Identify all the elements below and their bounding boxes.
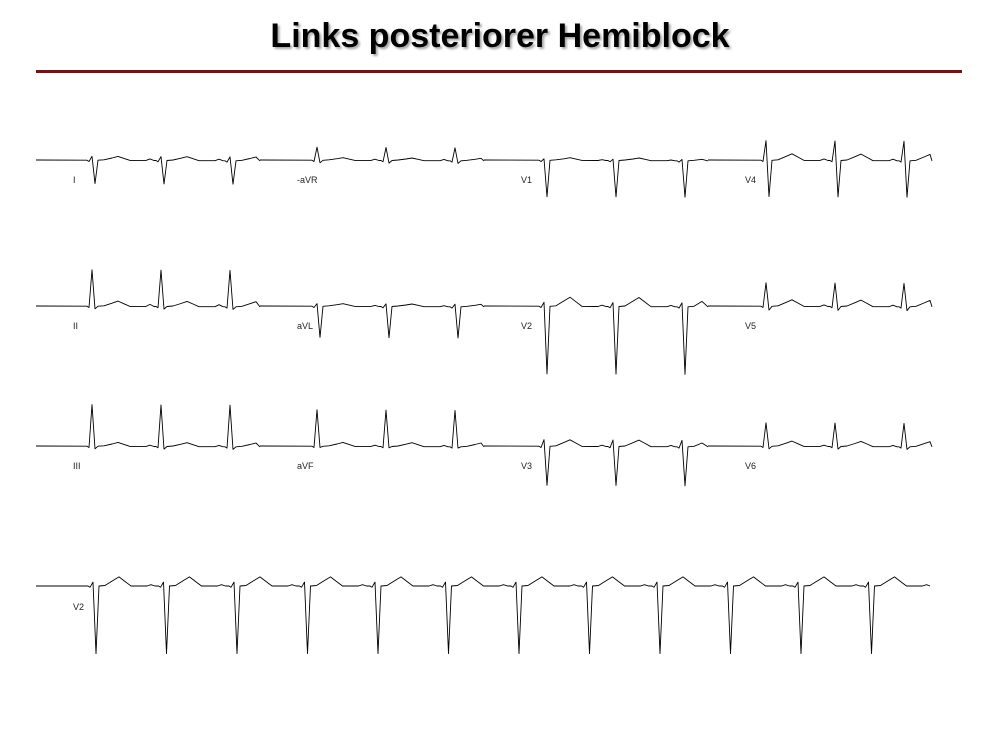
slide-title: Links posteriorer Hemiblock [270, 17, 730, 55]
lead-trace-iii [35, 404, 261, 450]
lead-trace-v1 [483, 157, 709, 198]
lead-label: V5 [745, 321, 756, 331]
lead-trace-v3 [483, 439, 709, 487]
lead-trace-v4 [707, 140, 933, 198]
lead-trace-ii [35, 269, 261, 310]
rhythm-lead-label: V2 [73, 602, 84, 612]
lead-trace-v5 [707, 282, 933, 312]
lead-label: II [73, 321, 78, 331]
lead-label: V1 [521, 175, 532, 185]
lead-label: V2 [521, 321, 532, 331]
lead-label: III [73, 461, 81, 471]
lead-label: V3 [521, 461, 532, 471]
title-divider [36, 70, 962, 73]
lead-trace-avr [259, 146, 485, 164]
lead-trace-avl [259, 303, 485, 339]
lead-label: -aVR [297, 175, 318, 185]
lead-trace-i [35, 155, 261, 185]
lead-label: V4 [745, 175, 756, 185]
lead-label: I [73, 175, 76, 185]
rhythm-trace-v2 [36, 576, 931, 655]
lead-trace-v6 [707, 422, 933, 450]
lead-trace-v2 [483, 296, 709, 375]
lead-label: aVF [297, 461, 314, 471]
rhythm-strip: V2 [36, 576, 931, 655]
lead-label: V6 [745, 461, 756, 471]
lead-trace-avf [259, 409, 485, 449]
lead-label: aVL [297, 321, 313, 331]
